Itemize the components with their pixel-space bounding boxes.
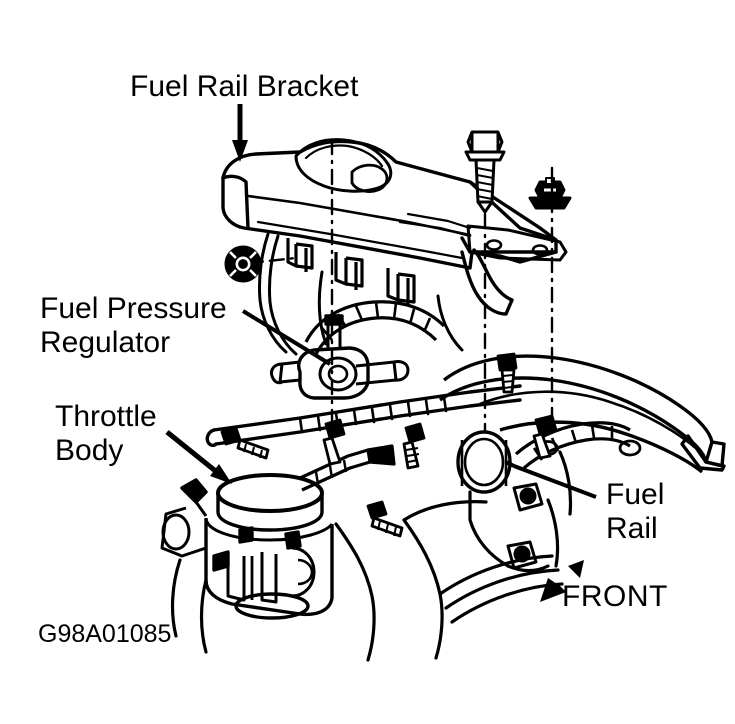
callout-label-fuel-rail-line2: Rail	[606, 512, 658, 545]
front-arrow-icon	[540, 560, 584, 602]
front-orientation-label: FRONT	[562, 580, 668, 613]
manifold-bolt-bosses	[506, 482, 544, 570]
fuel-rail-part	[205, 384, 522, 447]
bracket-mount-tabs	[286, 238, 416, 306]
callout-label-fuel-pressure-regulator-line1: Fuel Pressure	[40, 292, 227, 325]
callout-label-fuel-rail-bracket: Fuel Rail Bracket	[130, 70, 359, 103]
intake-manifold-part	[439, 354, 726, 474]
callout-label-throttle-body-line2: Body	[55, 434, 124, 467]
callout-label-fuel-pressure-regulator-line2: Regulator	[40, 326, 171, 359]
fuel-rail-bracket-part	[221, 138, 568, 316]
bracket-bolt	[464, 130, 506, 214]
corrugated-hose-upper	[304, 300, 446, 355]
leader-fuel-rail	[505, 460, 597, 499]
corrugated-hose-lower	[514, 421, 631, 470]
leader-fuel-rail-bracket	[232, 104, 248, 162]
bracket-support-legs	[258, 232, 464, 356]
throttle-body-part	[160, 473, 334, 620]
leader-throttle-body	[165, 430, 232, 484]
assembly-bolts	[220, 352, 558, 538]
callout-label-fuel-rail-line1: Fuel	[606, 478, 665, 511]
callout-label-throttle-body-line1: Throttle	[55, 400, 157, 433]
fuel-rail-end	[456, 430, 512, 494]
bracket-nut	[528, 177, 572, 210]
leader-fuel-pressure-regulator	[241, 309, 332, 366]
knurled-grommet	[224, 245, 262, 283]
engine-lower-contours	[170, 450, 573, 662]
figure-id-code: G98A01085	[38, 620, 172, 648]
throttle-linkage	[299, 444, 396, 492]
